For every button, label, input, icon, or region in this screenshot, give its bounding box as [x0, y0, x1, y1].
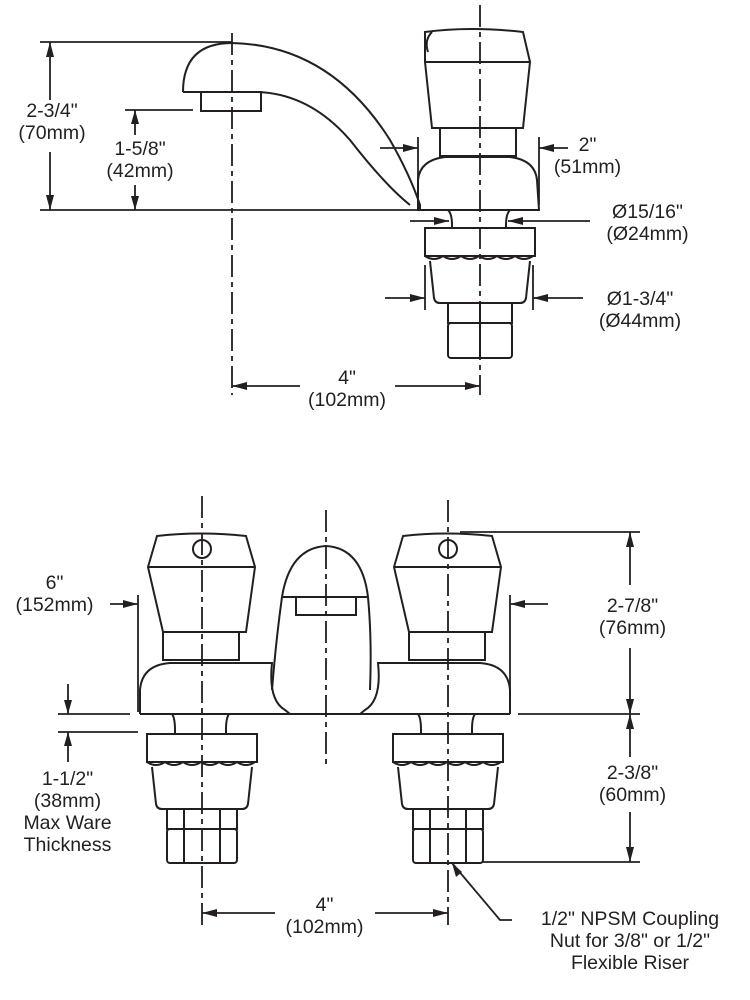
- dim-metric: (Ø24mm): [606, 223, 689, 245]
- dim-base-width: 2" (51mm): [545, 134, 630, 178]
- dim-imperial: Ø1-3/4": [606, 288, 674, 310]
- dim-metric: (102mm): [285, 916, 364, 938]
- dim-imperial: 6": [45, 572, 64, 594]
- dim-ware-thickness: 1-1/2" (38mm) Max Ware Thickness: [10, 768, 125, 856]
- dim-metric: (Ø44mm): [598, 310, 682, 332]
- dim-imperial: 4": [315, 894, 334, 916]
- dim-locknut-diameter: Ø1-3/4" (Ø44mm): [585, 288, 695, 332]
- dim-metric: (42mm): [106, 160, 174, 182]
- dim-imperial: 2-3/4": [26, 100, 78, 122]
- dim-spout-height: 2-3/4" (70mm): [12, 100, 92, 144]
- dim-handle-height: 2-7/8" (76mm): [590, 595, 675, 639]
- dim-metric: (70mm): [18, 122, 86, 144]
- dim-imperial: 1-5/8": [114, 138, 166, 160]
- dim-spout-reach: 4" (102mm): [297, 367, 397, 411]
- dim-overall-width: 6" (152mm): [2, 572, 107, 616]
- dim-metric: (60mm): [598, 784, 667, 806]
- dim-aerator-height: 1-5/8" (42mm): [95, 138, 185, 182]
- note-line: Thickness: [23, 834, 112, 856]
- dim-shank-diameter: Ø15/16" (Ø24mm): [590, 201, 705, 245]
- note-line: Max Ware: [23, 812, 112, 834]
- dim-metric: (76mm): [598, 617, 667, 639]
- dim-metric: (102mm): [307, 389, 386, 411]
- side-view: [40, 5, 590, 395]
- dim-shank-length: 2-3/8" (60mm): [590, 762, 675, 806]
- dim-imperial: Ø15/16": [612, 201, 683, 223]
- note-line: Flexible Riser: [570, 952, 690, 974]
- dim-imperial: 2-3/8": [606, 762, 659, 784]
- coupling-note: 1/2" NPSM Coupling Nut for 3/8" or 1/2" …: [510, 908, 750, 974]
- front-view: [58, 496, 640, 925]
- dim-metric: (51mm): [553, 156, 622, 178]
- dim-metric: (152mm): [15, 594, 94, 616]
- dim-imperial: 2": [578, 134, 597, 156]
- note-line: 1/2" NPSM Coupling: [540, 908, 720, 930]
- dim-imperial: 4": [338, 367, 356, 389]
- dim-metric: (38mm): [33, 790, 102, 812]
- dim-centers: 4" (102mm): [272, 894, 377, 938]
- note-line: Nut for 3/8" or 1/2": [549, 930, 711, 952]
- dim-imperial: 2-7/8": [606, 595, 659, 617]
- dim-imperial: 1-1/2": [41, 768, 94, 790]
